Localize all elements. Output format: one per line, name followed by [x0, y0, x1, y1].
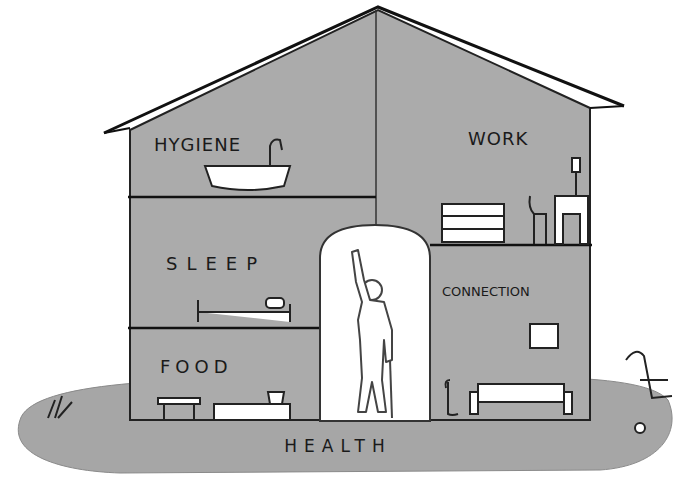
pillow	[266, 298, 284, 308]
lamp	[572, 158, 580, 172]
room-label: SLEEP	[166, 255, 266, 273]
person-silhouette	[352, 250, 392, 418]
roof-edge	[104, 106, 624, 133]
chair-frame	[626, 352, 672, 398]
wheelchair	[626, 352, 672, 433]
house-body	[130, 10, 590, 420]
health-ground: HEALTH	[10, 380, 666, 474]
desk	[555, 196, 588, 244]
doorway	[320, 225, 430, 421]
cane	[390, 360, 392, 418]
picture-frame	[530, 324, 558, 348]
food-room: FOOD	[130, 328, 320, 421]
room-label: WORK	[468, 130, 528, 148]
chair	[530, 196, 547, 244]
pot	[268, 392, 284, 404]
room-label: FOOD	[160, 358, 233, 376]
work-room: WORK	[376, 110, 590, 245]
tub	[205, 166, 290, 190]
sofa	[470, 384, 572, 414]
living-room	[446, 324, 573, 415]
roof-eaves	[104, 7, 624, 133]
center-wall	[375, 10, 377, 226]
shelf-lines	[442, 216, 504, 229]
room-label: HEALTH	[10, 438, 666, 455]
table	[158, 398, 200, 420]
bookshelf	[442, 204, 504, 242]
person-body	[352, 250, 392, 412]
faucet	[270, 140, 282, 166]
connection-room: CONNECTION	[430, 245, 590, 421]
room-label: CONNECTION	[442, 285, 530, 298]
room-label: HYGIENE	[154, 136, 241, 154]
wheel	[635, 423, 645, 433]
sleep-room: SLEEP	[130, 197, 320, 328]
lamp-stand	[575, 172, 577, 196]
floor-lamp	[446, 380, 459, 415]
desk-and-lamp	[530, 158, 589, 244]
shelf	[442, 204, 504, 242]
bed	[198, 298, 290, 322]
kitchen	[158, 392, 290, 420]
counter	[214, 404, 290, 420]
plant	[48, 396, 72, 418]
hygiene-room: HYGIENE	[130, 128, 376, 197]
